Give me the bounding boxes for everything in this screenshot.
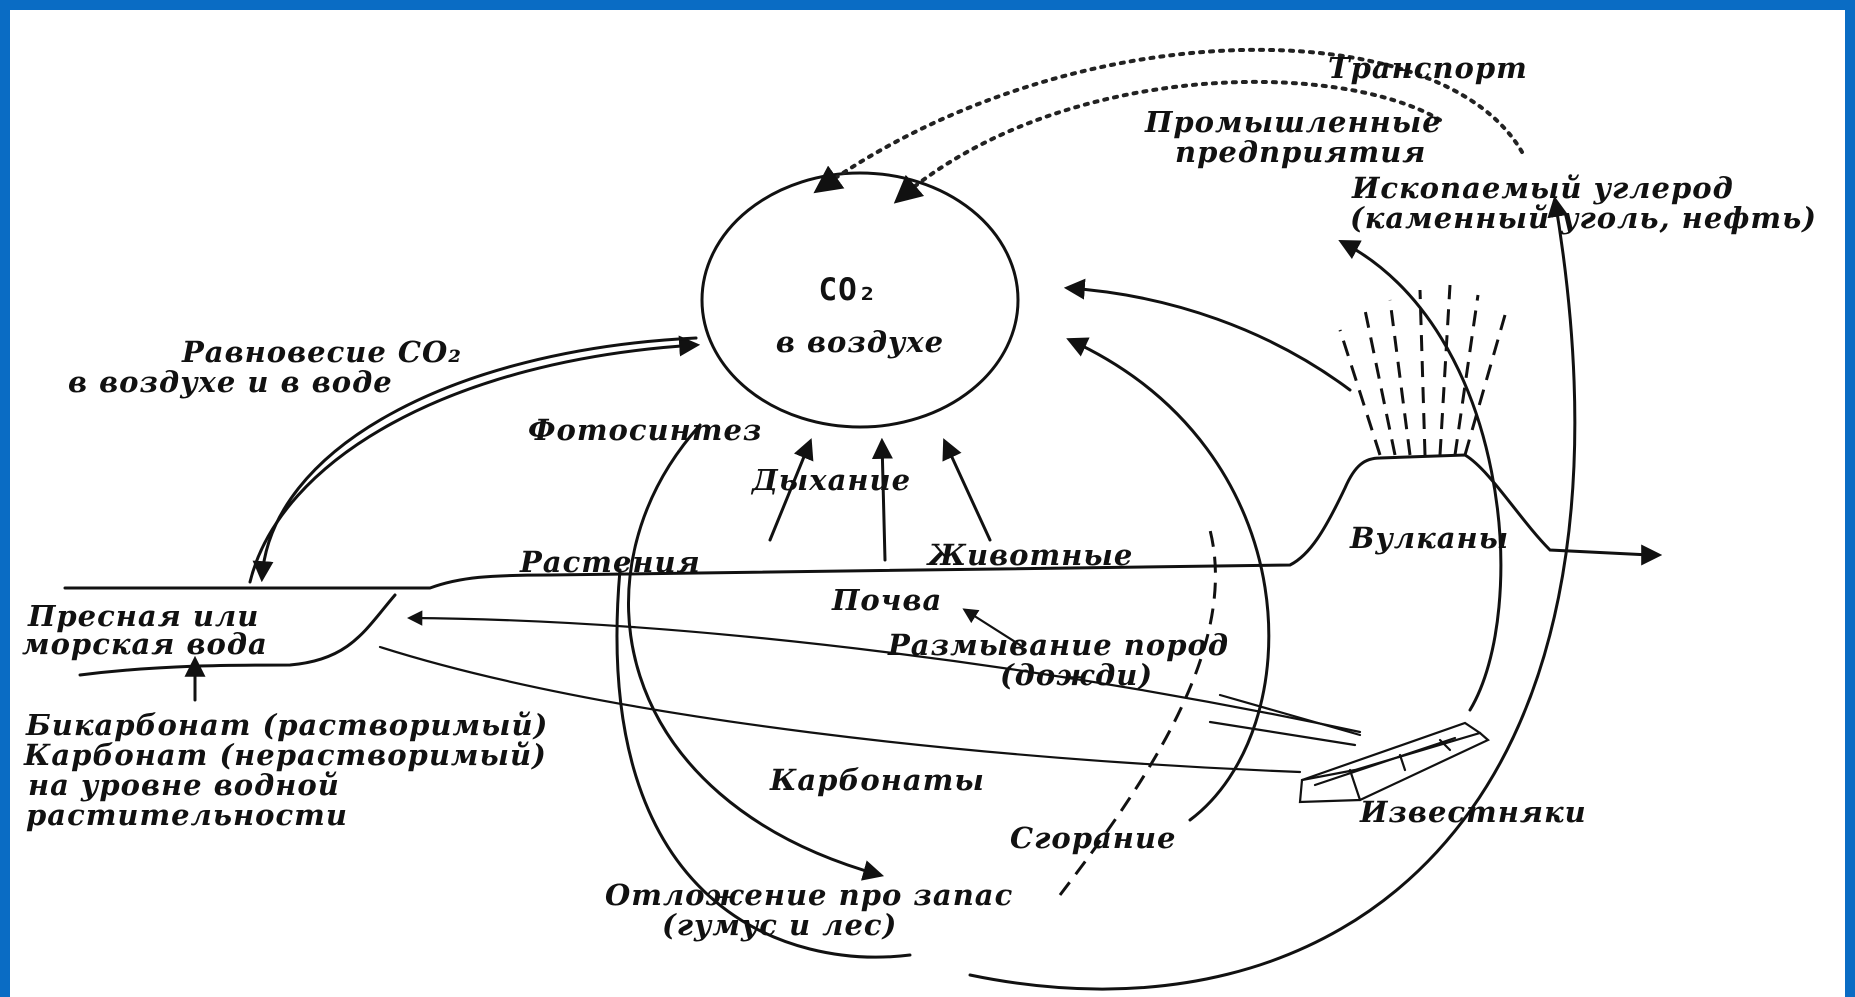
- animals-label: Животные: [926, 538, 1133, 572]
- soil-label: Почва: [831, 583, 942, 617]
- industry-label-line2: предприятия: [1175, 135, 1426, 169]
- bicarbonate-label-line1: Бикарбонат (растворимый): [25, 708, 548, 742]
- photosynthesis-label: Фотосинтез: [528, 413, 762, 447]
- erosion-to-limestone-line-2: [1208, 720, 1357, 747]
- volcanoes-label: Вулканы: [1349, 521, 1509, 555]
- combustion-to-air-arrow: [1066, 337, 1271, 822]
- respiration-arrow-3: [942, 438, 992, 542]
- industry-label-line1: Промышленные: [1144, 105, 1442, 139]
- volcano-to-air-arrow: [1063, 278, 1352, 392]
- limestone-label: Известняки: [1359, 795, 1587, 829]
- industry-dotted-arrow: [893, 79, 1442, 204]
- deposit-label-line1: Отложение про запас: [605, 878, 1013, 912]
- erosion-to-limestone-line-1: [1218, 693, 1362, 737]
- water-label-line2: морская вода: [22, 627, 268, 661]
- respiration-arrow-2: [871, 437, 893, 562]
- co2-label: CO₂: [819, 272, 878, 308]
- transport-dotted-arrow: [813, 47, 1524, 194]
- erosion-label-line2: (дожди): [1000, 658, 1153, 692]
- plants-label: Растения: [519, 545, 701, 579]
- balance-label-line2: в воздухе и в воде: [68, 365, 393, 399]
- carbon-cycle-diagram: Транспорт Промышленные предприятия Ископ…: [22, 47, 1817, 991]
- limestone-block: [1298, 721, 1490, 804]
- erosion-to-soil-arrow: [962, 608, 1022, 647]
- ground-line: [63, 453, 1652, 590]
- co2-in-air-label: в воздухе: [776, 325, 944, 359]
- bicarbonate-label-line3: на уровне водной: [28, 768, 340, 802]
- carbonates-line: [378, 645, 1302, 774]
- erosion-label-line1: Размывание пород: [887, 628, 1229, 662]
- photosynthesis-loop: [627, 423, 885, 881]
- equilibrium-arrow-down: [252, 336, 698, 583]
- deposit-to-fossil-arrow: [968, 195, 1577, 991]
- fossil-carbon-label-line1: Ископаемый углерод: [1351, 171, 1734, 205]
- diagram-frame: Транспорт Промышленные предприятия Ископ…: [10, 10, 1845, 997]
- respiration-label: Дыхание: [750, 463, 911, 497]
- water-label-line1: Пресная или: [27, 599, 259, 633]
- equilibrium-arrow-up: [248, 335, 701, 584]
- bicarbonate-label-line2: Карбонат (нерастворимый): [23, 738, 547, 772]
- water-surface: [78, 593, 397, 677]
- deposit-label-line2: (гумус и лес): [662, 908, 897, 942]
- limestone-to-water-arrow: [406, 610, 1362, 734]
- deposit-return-curve: [615, 568, 912, 959]
- combustion-label: Сгорание: [1010, 821, 1176, 855]
- fossil-carbon-label-line2: (каменный уголь, нефть): [1350, 201, 1817, 235]
- limestone-to-fossil-arrow: [1338, 240, 1503, 712]
- volcano-eruption: [1338, 284, 1507, 456]
- co2-circle: [700, 171, 1020, 429]
- combustion-dashed-curve: [1058, 529, 1217, 896]
- carbonates-label: Карбонаты: [769, 763, 985, 797]
- transport-label: Транспорт: [1328, 51, 1528, 85]
- balance-label-line1: Равновесие CO₂: [181, 335, 462, 369]
- bicarbonate-label-line4: растительности: [26, 798, 348, 832]
- respiration-arrow-1: [768, 438, 814, 542]
